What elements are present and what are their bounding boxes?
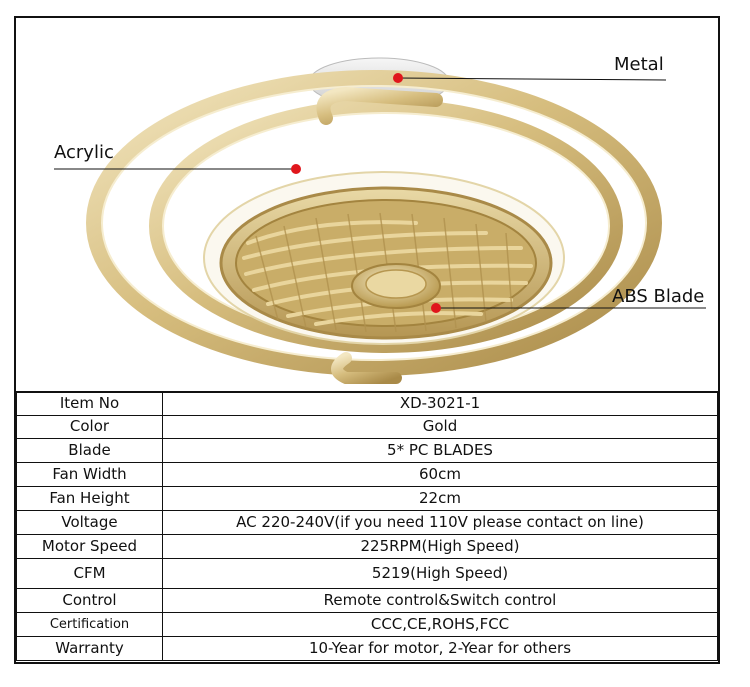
spec-value: Remote control&Switch control [162, 587, 718, 613]
abs-blade-marker [431, 303, 441, 313]
spec-table: Item No XD-3021-1 Color Gold Blade 5* PC… [16, 391, 718, 661]
spiral-hook [316, 86, 443, 125]
spec-label: Fan Height [16, 485, 163, 511]
spec-value: CCC,CE,ROHS,FCC [162, 611, 718, 637]
table-row: Color Gold [16, 414, 718, 439]
table-row: Item No XD-3021-1 [16, 391, 718, 416]
acrylic-label: Acrylic [54, 142, 114, 163]
product-image: Metal Acrylic ABS Blade [16, 18, 718, 390]
table-row: Voltage AC 220-240V(if you need 110V ple… [16, 509, 718, 535]
table-row: Blade 5* PC BLADES [16, 437, 718, 463]
spec-value: AC 220-240V(if you need 110V please cont… [162, 509, 718, 535]
outer-ring [86, 70, 662, 376]
table-row: Certification CCC,CE,ROHS,FCC [16, 611, 718, 637]
spec-label: Voltage [16, 509, 163, 535]
spec-value: 5* PC BLADES [162, 437, 718, 463]
spec-value: 22cm [162, 485, 718, 511]
table-row: Fan Height 22cm [16, 485, 718, 511]
product-frame: Metal Acrylic ABS Blade Item No XD-3021-… [14, 16, 720, 664]
spec-label: Warranty [16, 635, 163, 661]
spec-label: Color [16, 414, 163, 439]
acrylic-marker [291, 164, 301, 174]
spec-value: 60cm [162, 461, 718, 487]
metal-callout-line [397, 77, 667, 81]
spec-label: Item No [16, 391, 163, 416]
middle-ring [149, 99, 623, 353]
metal-marker [393, 73, 403, 83]
spec-value: Gold [162, 414, 718, 439]
spec-label: Motor Speed [16, 533, 163, 559]
table-row: CFM 5219(High Speed) [16, 557, 718, 589]
spec-value: 5219(High Speed) [162, 557, 718, 589]
abs-blade-label: ABS Blade [612, 286, 705, 307]
metal-label: Metal [614, 54, 664, 75]
spec-label: Control [16, 587, 163, 613]
spec-label: Blade [16, 437, 163, 463]
spec-value: XD-3021-1 [162, 391, 718, 416]
table-row: Fan Width 60cm [16, 461, 718, 487]
spec-value: 10-Year for motor, 2-Year for others [162, 635, 718, 661]
spec-label: Certification [16, 611, 163, 637]
spec-label: Fan Width [16, 461, 163, 487]
ceiling-fan-illustration [54, 57, 706, 384]
spec-value: 225RPM(High Speed) [162, 533, 718, 559]
table-row: Warranty 10-Year for motor, 2-Year for o… [16, 635, 718, 661]
table-row: Motor Speed 225RPM(High Speed) [16, 533, 718, 559]
table-row: Control Remote control&Switch control [16, 587, 718, 613]
spec-label: CFM [16, 557, 163, 589]
